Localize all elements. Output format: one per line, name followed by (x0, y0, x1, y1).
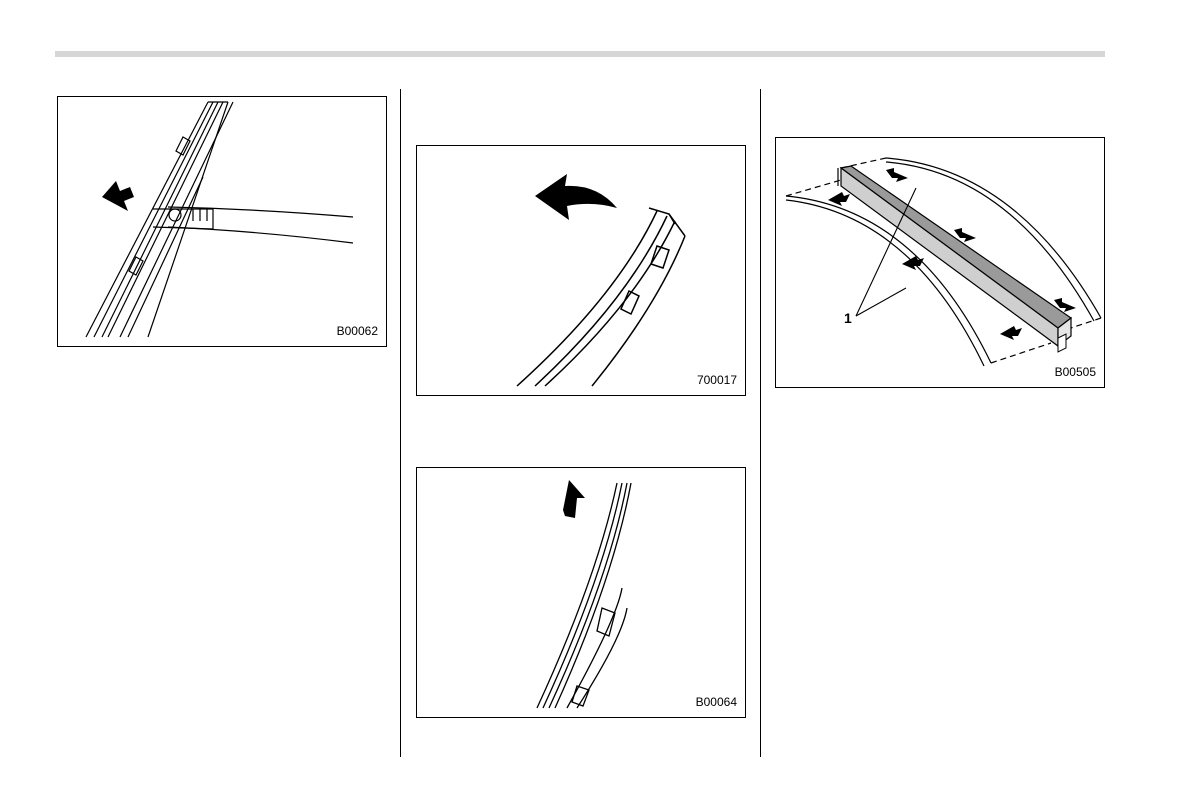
column-divider-2 (760, 89, 761, 757)
up-arrow-icon (102, 181, 134, 211)
figure-blade-insert: B00064 (416, 467, 746, 718)
blade-release-illustration (58, 97, 387, 347)
callout-label: 1 (844, 310, 852, 326)
blade-insert-illustration (417, 468, 746, 718)
figure-blade-release: B00062 (57, 96, 387, 347)
up-arrow-icon (563, 480, 585, 518)
figure-code: B00062 (337, 324, 378, 338)
blade-removal-illustration (417, 146, 746, 396)
column-divider-1 (400, 89, 401, 757)
figure-blade-removal: 700017 (416, 145, 746, 396)
rubber-strip (841, 166, 1071, 352)
figure-code: 700017 (697, 373, 737, 387)
curved-arrow-icon (535, 174, 617, 220)
figure-code: B00064 (696, 695, 737, 709)
blade-rubber-illustration (776, 138, 1105, 388)
figure-code: B00505 (1055, 365, 1096, 379)
figure-blade-rubber: 1 B00505 (775, 137, 1105, 388)
header-rule (55, 51, 1105, 57)
